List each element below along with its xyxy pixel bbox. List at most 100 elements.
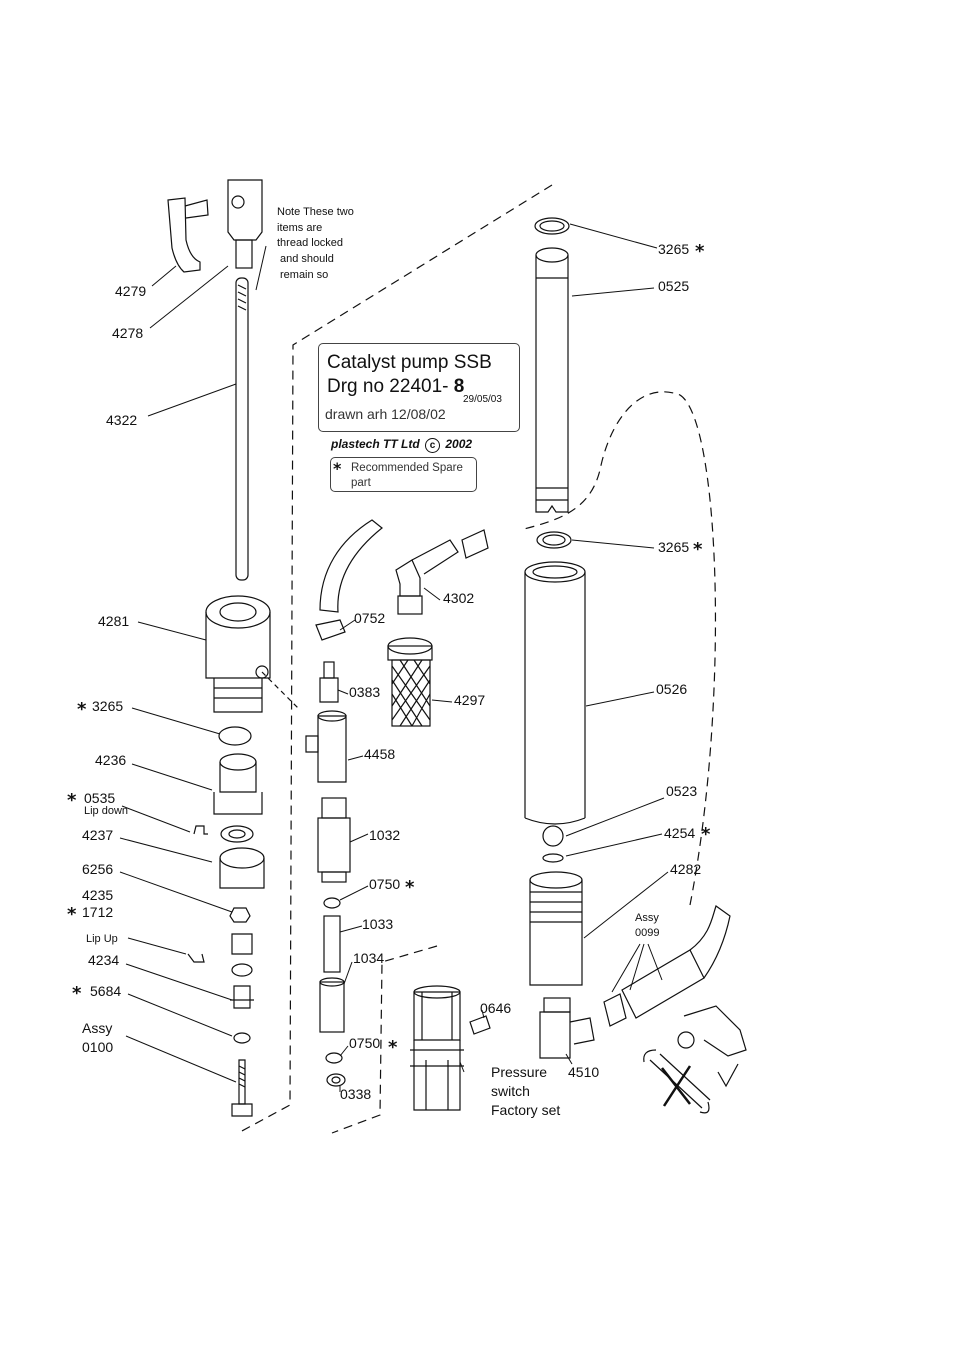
part-1034-tube [319,977,345,1033]
label-1034: 1034 [353,950,385,966]
label-4302: 4302 [443,590,475,606]
spare-star-3265-top: * [695,241,705,262]
leader-lines [119,223,669,1092]
part-4254-oring [542,853,564,863]
label-0750-a: 0750 [369,876,401,892]
label-4458: 4458 [364,746,396,762]
part-4458-tee [305,710,347,783]
spare-star-3265-left: * [77,699,87,720]
label-4281: 4281 [98,613,130,629]
part-4279-clip [167,197,209,273]
title-line-2: Drg no 22401- 8 [327,376,465,397]
copyright-symbol: c [425,438,441,453]
part-4282-body [529,871,583,986]
label-assy-0100-b: 0100 [82,1039,114,1055]
part-3265-oring-top [534,217,570,235]
check-mark-icon [717,1063,739,1088]
label-0646: 0646 [480,1000,512,1016]
part-4236 [213,753,263,815]
drawn-by: drawn arh 12/08/02 [325,406,446,422]
label-0526: 0526 [656,681,688,697]
part-4510-elbow [539,997,595,1059]
copyright: plastech TT Ltd c 2002 [331,437,473,453]
label-assy-0099-a: Assy [635,912,659,924]
part-5684-valve [230,985,254,1009]
label-0535: 0535 [84,790,116,806]
label-0525: 0525 [658,278,690,294]
part-0525-tube [535,247,569,513]
wrench-crossed-icon [643,1049,711,1114]
spare-star-5684: * [72,983,82,1004]
label-lip-up: Lip Up [86,933,118,945]
label-3265-top: 3265 [658,241,690,257]
part-4281-body [205,595,271,713]
label-assy-0100-a: Assy [82,1020,113,1036]
label-4254: 4254 [664,825,696,841]
part-4297-filter [387,637,433,727]
label-4235: 4235 [82,887,114,903]
dashed-outline-left-group [239,184,553,1133]
label-1033: 1033 [362,916,394,932]
spare-star-0535: * [67,790,77,811]
part-6256-collar [219,847,265,889]
label-4236: 4236 [95,752,127,768]
note-line-1: Note These two [277,206,354,218]
legend-box: * Recommended Spare part [330,457,477,492]
part-0646 [469,1015,491,1035]
legend-star: * [333,459,342,478]
legend-text: Recommended Spare part [351,462,463,489]
dashed-hose-route [519,391,717,906]
spare-star-0750-a: * [405,877,415,898]
label-0750-b: 0750 [349,1035,381,1051]
part-4235-nut [229,907,251,923]
label-0338: 0338 [340,1086,372,1102]
label-4322: 4322 [106,412,138,428]
part-0752-clip [315,619,346,641]
spare-star-0750-b: * [388,1037,398,1058]
part-0100-bolt [231,1059,253,1117]
label-4278: 4278 [112,325,144,341]
part-4302-elbow [395,529,489,615]
label-4282: 4282 [670,861,702,877]
part-4278-clevis [227,179,263,269]
label-5684: 5684 [90,983,122,999]
label-6256: 6256 [82,861,114,877]
note-line-3: thread locked [277,237,344,249]
note-line-4: and should [280,253,334,265]
part-3265-oring-left [218,726,252,746]
part-lip-up-seal [187,953,205,963]
spare-star-4254: * [701,824,711,845]
label-0523: 0523 [666,783,698,799]
label-4297: 4297 [454,692,486,708]
label-0752: 0752 [354,610,386,626]
part-1032-tube [317,797,351,883]
part-1033-tube [323,915,341,973]
label-1712: 1712 [82,904,114,920]
part-0099-hose-assy [603,905,731,1027]
title-block: Catalyst pump SSB Drg no 22401- 8 29/05/… [318,343,520,432]
label-4510: 4510 [568,1064,600,1080]
label-assy-0099-b: 0099 [635,927,660,939]
part-0535-lip-seal [193,825,208,835]
revision: 8 [453,376,465,397]
title-line-1: Catalyst pump SSB [327,352,492,373]
part-4234 [231,933,253,977]
label-pressure-c: Factory set [491,1102,561,1118]
part-4322-rod [235,277,249,581]
label-pressure-b: switch [491,1083,530,1099]
label-3265-left: 3265 [92,698,124,714]
part-0383-fitting [319,661,339,703]
spare-star-1712: * [67,904,77,925]
label-pressure-a: Pressure [491,1064,548,1080]
label-3265-mid: 3265 [658,539,690,555]
spare-star-3265-mid: * [693,539,703,560]
label-1032: 1032 [369,827,401,843]
label-4279: 4279 [115,283,147,299]
label-0383: 0383 [349,684,381,700]
part-pressure-switch [410,985,464,1111]
label-4237: 4237 [82,827,114,843]
note-line-2: items are [277,222,323,234]
part-3265-oring-mid [536,531,572,549]
part-0526-tube [524,561,586,825]
